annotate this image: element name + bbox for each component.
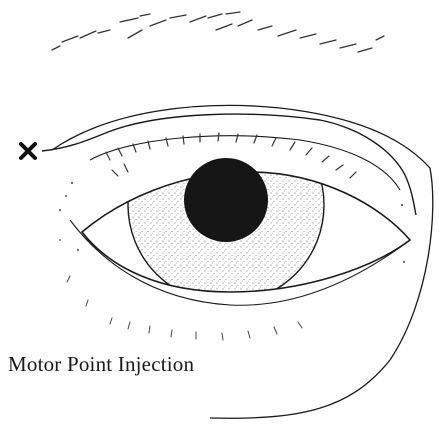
pupil [184, 158, 268, 242]
x-mark-icon [21, 144, 35, 158]
figure-caption: Motor Point Injection [8, 352, 194, 377]
eyebrow [52, 12, 384, 52]
